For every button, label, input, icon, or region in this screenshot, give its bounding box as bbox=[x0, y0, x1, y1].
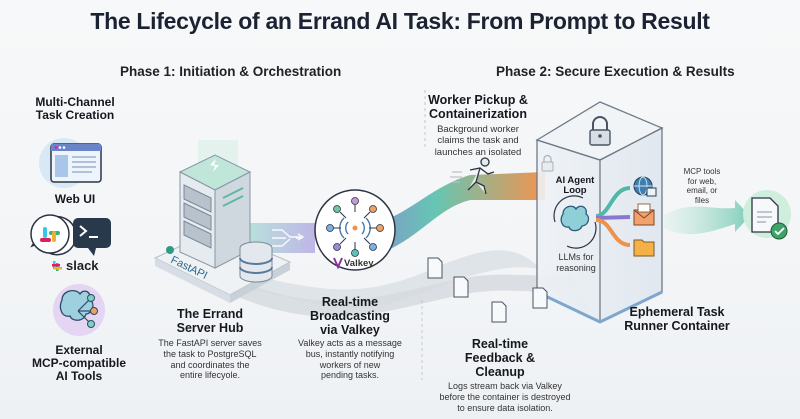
feedback-stream bbox=[250, 250, 590, 310]
small-lock-icon bbox=[541, 154, 554, 172]
web-ui-icon bbox=[39, 138, 102, 188]
feedback-heading: Real-time Feedback & Cleanup bbox=[464, 337, 536, 379]
slack-logo-mark bbox=[52, 261, 62, 271]
server-hub-illustration bbox=[153, 140, 292, 303]
result-document-icon bbox=[743, 190, 791, 240]
server-heading: The Errand Server Hub bbox=[176, 307, 244, 335]
slack-icon bbox=[30, 214, 77, 256]
agent-brain-icon bbox=[553, 195, 597, 249]
slack-label: slack bbox=[66, 258, 99, 273]
external-tools-label: External MCP-compatible AI Tools bbox=[31, 343, 126, 384]
folder-icon bbox=[633, 239, 655, 257]
broadcast-description: Valkey acts as a message bus, instantly … bbox=[298, 338, 402, 381]
llm-label: LLMs for reasoning bbox=[556, 252, 596, 273]
agent-loop-label: AI Agent Loop bbox=[555, 175, 595, 197]
dispatch-flow bbox=[345, 172, 545, 260]
email-icon bbox=[633, 203, 655, 226]
worker-description: Background worker claims the task and la… bbox=[434, 124, 522, 158]
globe-icon bbox=[633, 176, 657, 197]
valkey-badge: Valkey bbox=[344, 258, 374, 269]
server-description: The FastAPI server saves the task to Pos… bbox=[158, 338, 262, 381]
terminal-icon bbox=[73, 218, 111, 256]
database-icon bbox=[239, 241, 273, 283]
channels-heading: Multi-Channel Task Creation bbox=[35, 95, 115, 123]
lock-icon bbox=[589, 116, 611, 146]
output-flow bbox=[664, 200, 750, 235]
feedback-description: Logs stream back via Valkey before the c… bbox=[439, 381, 571, 413]
web-ui-label: Web UI bbox=[54, 192, 96, 206]
log-document-icon bbox=[427, 257, 548, 323]
valkey-broadcast-icon bbox=[314, 189, 396, 271]
phase-2-label: Phase 2: Secure Execution & Results bbox=[496, 64, 735, 79]
phase-1-label: Phase 1: Initiation & Orchestration bbox=[120, 64, 342, 79]
mcp-tools-label: MCP tools for web, email, or files bbox=[683, 167, 721, 205]
runner-icon bbox=[467, 157, 495, 195]
mcp-brain-icon bbox=[53, 284, 105, 336]
broadcast-heading: Real-time Broadcasting via Valkey bbox=[310, 295, 390, 337]
container-heading: Ephemeral Task Runner Container bbox=[624, 305, 730, 333]
container-illustration bbox=[535, 101, 664, 324]
worker-heading: Worker Pickup & Containerization bbox=[428, 93, 528, 121]
page-title: The Lifecycle of an Errand AI Task: From… bbox=[90, 8, 710, 34]
